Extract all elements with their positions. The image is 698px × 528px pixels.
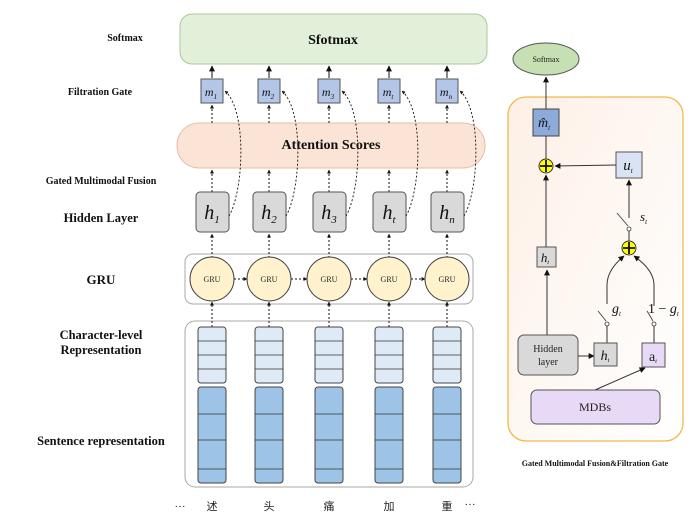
h-node-label: h3: [321, 202, 337, 226]
h-node: [312, 191, 347, 233]
m-node-label: m3: [322, 85, 335, 101]
h-node: [430, 191, 465, 233]
h-node: [372, 191, 407, 233]
input-character: 痛: [324, 499, 335, 513]
hidden-layer-box: [517, 334, 579, 376]
label-softmax: Softmax: [107, 33, 143, 44]
switch-1-g: [646, 310, 654, 322]
input-character: 述: [207, 500, 218, 513]
m-node: [200, 78, 224, 104]
h-bottom-node: [593, 342, 618, 367]
switch-g: [597, 310, 607, 322]
m-node: [377, 78, 401, 104]
m-node: [317, 78, 341, 104]
label-char-level-1: Character-level: [60, 328, 143, 342]
detail-caption: Gated Multimodal Fusion&Filtration Gate: [522, 459, 669, 468]
gru-cell-label: GRU: [321, 275, 338, 284]
ellipsis-left: ···: [175, 501, 186, 513]
u-node: [615, 151, 643, 179]
mdbs-label: MDBs: [579, 400, 611, 414]
sentence-vector: [374, 386, 404, 484]
arrow-g-to-sum: [606, 255, 625, 304]
a-label: at: [649, 350, 657, 365]
ellipsis-right: ···: [465, 499, 476, 511]
plus-glyph-bottom: [623, 242, 635, 254]
input-character: 头: [264, 500, 275, 513]
label-hidden-layer: Hidden Layer: [64, 211, 139, 225]
mdbs-box: [530, 389, 661, 425]
detail-softmax-label: Softmax: [532, 55, 559, 64]
g-label: gt: [612, 302, 622, 318]
m-hat-label: m̂t: [538, 116, 551, 132]
u-label: ut: [623, 158, 634, 175]
arrow-u-to-sum: [554, 162, 617, 169]
h-top-label: ht: [541, 250, 550, 266]
label-gated-fusion: Gated Multimodal Fusion: [46, 176, 157, 187]
label-sentence-rep: Sentence representation: [37, 434, 165, 448]
gru-cell-label: GRU: [439, 275, 456, 284]
row-labels: Softmax Filtration Gate Gated Multimodal…: [37, 33, 165, 448]
attention-block: Attention Scores: [176, 122, 486, 169]
switch-1-g-pivot: [651, 321, 657, 327]
label-gru: GRU: [87, 272, 117, 287]
h-node-label: h2: [261, 202, 277, 226]
detail-softmax-ellipse: [512, 42, 580, 76]
arrow-mdbs-to-a: [594, 367, 646, 391]
detail-panel: Softmax m̂t ut st gt: [507, 42, 684, 468]
m-node-label: mn: [440, 85, 453, 101]
h-node-label: h1: [204, 202, 220, 226]
h-node-label: hn: [439, 202, 455, 226]
gru-cell-label: GRU: [261, 275, 278, 284]
one-minus-g-label: 1 − gt: [648, 302, 680, 318]
m-node: [257, 78, 281, 104]
plus-glyph-top: [540, 160, 552, 172]
hidden-layer-label-1: Hidden: [533, 344, 562, 355]
m-node-label: m1: [205, 85, 217, 101]
switch-s-pivot: [626, 226, 632, 232]
attention-scores-label: Attention Scores: [282, 138, 381, 153]
m-node-label: m2: [262, 85, 275, 101]
s-label: st: [640, 209, 648, 226]
label-char-level-2: Representation: [60, 343, 141, 357]
m-node-label: mt: [383, 85, 395, 101]
sentence-vector: [197, 386, 227, 484]
softmax-block: Sfotmax: [179, 13, 488, 65]
hidden-layer-label-2: layer: [538, 357, 559, 368]
input-character: 重: [442, 499, 453, 513]
attention-scores-box: [176, 122, 486, 169]
sentence-vector: [254, 386, 284, 484]
h-node: [195, 191, 230, 233]
input-character: 加: [384, 500, 395, 513]
softmax-box-label: Sfotmax: [308, 33, 358, 48]
switch-g-pivot: [604, 321, 610, 327]
m-node: [435, 78, 459, 104]
gru-cell: [424, 256, 470, 302]
label-filtration-gate: Filtration Gate: [68, 87, 133, 98]
sentence-vector: [432, 386, 462, 484]
m-hat-node: [532, 108, 560, 137]
gru-cell-label: GRU: [204, 275, 221, 284]
softmax-box: [179, 13, 488, 65]
arrow-1-g-to-sum: [633, 255, 655, 306]
gru-cell-label: GRU: [381, 275, 398, 284]
h-bottom-label: ht: [601, 349, 610, 364]
h-node-label: ht: [382, 202, 396, 226]
sentence-vector: [314, 386, 344, 484]
a-node: [641, 342, 666, 368]
h-node: [252, 191, 287, 233]
switch-s: [616, 212, 629, 227]
